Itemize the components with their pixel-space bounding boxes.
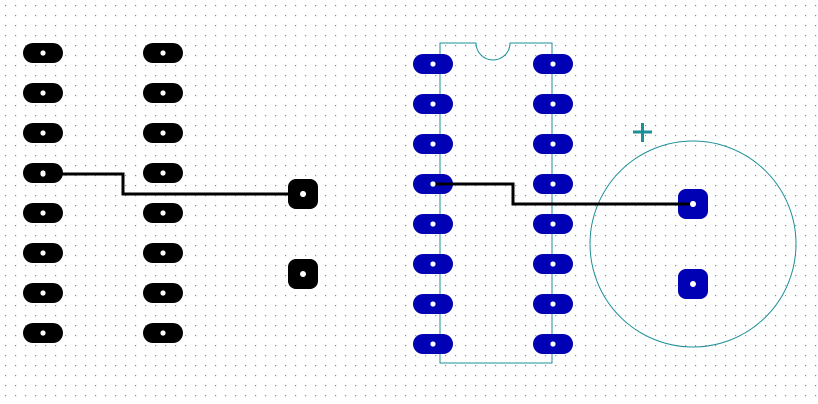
pad-right-dip-a3[interactable] <box>413 134 453 154</box>
pad-left-dip-a8[interactable] <box>23 323 63 343</box>
pad-right-dip-b5[interactable] <box>533 214 573 234</box>
pad-right-dip-b8[interactable] <box>533 334 573 354</box>
hole-overlay <box>40 171 46 177</box>
pad-left-dip-a6[interactable] <box>23 243 63 263</box>
pad-right-dip-a8[interactable] <box>413 334 453 354</box>
pad-left-dip-a1[interactable] <box>23 43 63 63</box>
pad-right-dip-a5[interactable] <box>413 214 453 234</box>
trace-right-to-round <box>433 182 693 206</box>
pad-left-dip-b1[interactable] <box>143 43 183 63</box>
pad-left-dip-b4[interactable] <box>143 163 183 183</box>
pad-left-dip-b5[interactable] <box>143 203 183 223</box>
right-dip16-blue[interactable] <box>413 42 573 364</box>
traces[interactable] <box>40 171 696 207</box>
pad-right-dip-b7[interactable] <box>533 294 573 314</box>
pad-left-dip-b6[interactable] <box>143 243 183 263</box>
hole-overlay <box>690 201 696 207</box>
pad-connector-2[interactable] <box>288 259 318 289</box>
hole-overlay <box>300 191 306 197</box>
crosshair-plus-icon <box>633 123 652 142</box>
left-dip16-black[interactable] <box>23 43 183 343</box>
right-dip-outline <box>439 42 553 364</box>
pad-left-dip-b2[interactable] <box>143 83 183 103</box>
pad-right-dip-b2[interactable] <box>533 94 573 114</box>
pad-right-dip-a1[interactable] <box>413 54 453 74</box>
pad-right-dip-a2[interactable] <box>413 94 453 114</box>
pad-left-dip-a3[interactable] <box>23 123 63 143</box>
pad-left-dip-a2[interactable] <box>23 83 63 103</box>
pad-right-dip-a7[interactable] <box>413 294 453 314</box>
pad-left-dip-b8[interactable] <box>143 323 183 343</box>
pad-left-dip-b3[interactable] <box>143 123 183 143</box>
pad-round-2[interactable] <box>678 269 708 299</box>
pad-right-dip-b6[interactable] <box>533 254 573 274</box>
pad-right-dip-b4[interactable] <box>533 174 573 194</box>
pad-right-dip-b3[interactable] <box>533 134 573 154</box>
pad-right-dip-b1[interactable] <box>533 54 573 74</box>
round-component-outline <box>589 140 797 348</box>
pad-right-dip-a6[interactable] <box>413 254 453 274</box>
circular-2-pin-blue[interactable] <box>589 140 797 348</box>
pad-left-dip-a7[interactable] <box>23 283 63 303</box>
pad-left-dip-b7[interactable] <box>143 283 183 303</box>
pad-left-dip-a5[interactable] <box>23 203 63 223</box>
hole-overlay <box>430 181 436 187</box>
trace-left-to-connector <box>43 172 303 196</box>
